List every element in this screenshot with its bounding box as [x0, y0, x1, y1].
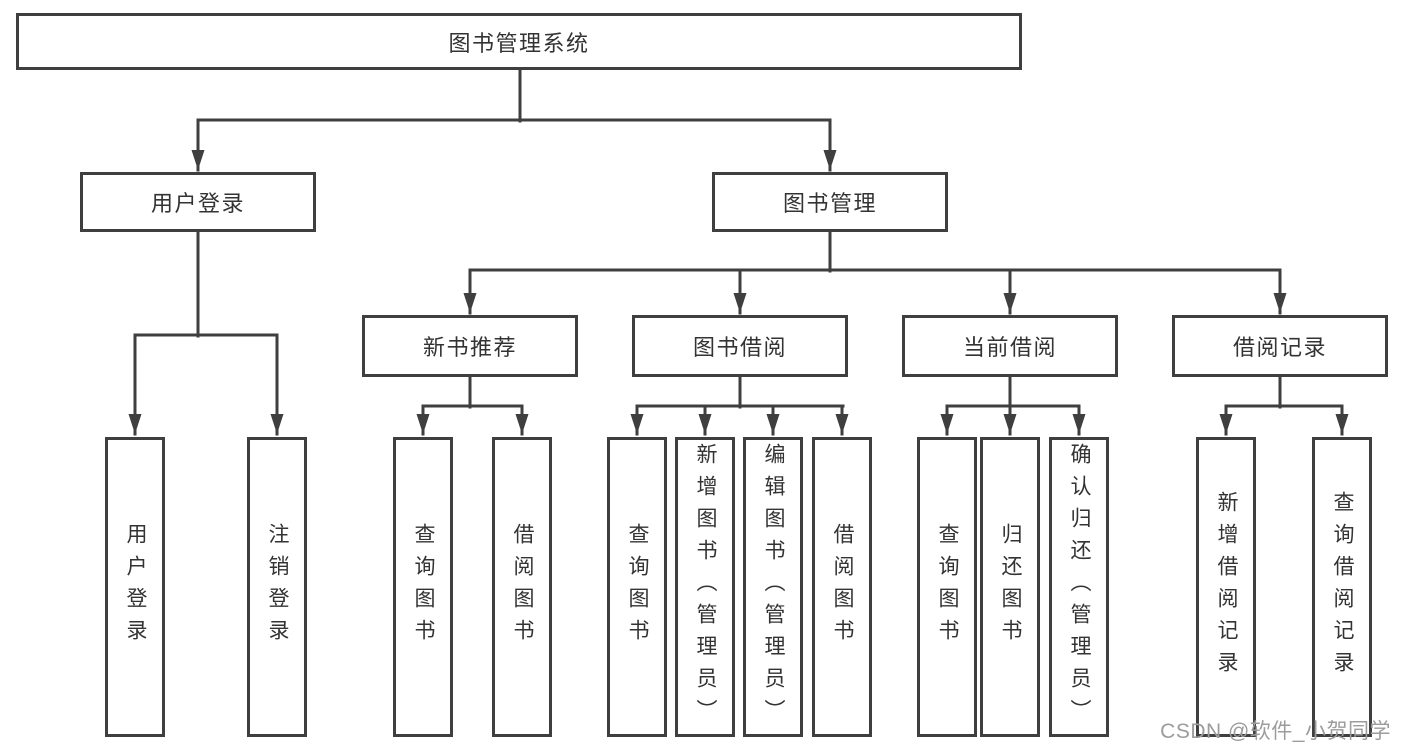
leaf-confirm-return-admin: 确认归还（管理员）: [1049, 437, 1109, 737]
node-book-management: 图书管理: [712, 172, 948, 232]
node-label: 借阅图书: [831, 523, 854, 651]
leaf-query-books-current: 查询图书: [917, 437, 977, 737]
node-label: 新增图书（管理员）: [694, 443, 717, 731]
node-new-book-recommend: 新书推荐: [362, 315, 578, 377]
node-label: 查询图书: [412, 523, 435, 651]
connector-current-borrowing-spine: [945, 375, 1081, 409]
leaf-add-book-admin: 新增图书（管理员）: [675, 437, 735, 737]
node-label: 确认归还（管理员）: [1068, 443, 1091, 731]
leaf-borrow-books: 借阅图书: [492, 437, 552, 737]
leaf-add-borrow-record: 新增借阅记录: [1196, 437, 1256, 737]
node-label: 图书管理: [782, 191, 877, 216]
node-label: 借阅图书: [511, 523, 534, 651]
connector-book-management-spine: [468, 230, 1282, 273]
connector-records-spine: [1224, 375, 1344, 409]
node-label: 查询图书: [936, 523, 959, 651]
csdn-watermark: CSDN @软件_小贺同学: [1160, 720, 1391, 743]
node-label: 新书推荐: [422, 335, 517, 360]
connector-book-borrowing-spine: [635, 375, 845, 409]
node-label: 用户登录: [124, 523, 147, 651]
node-label: 图书管理系统: [448, 30, 590, 56]
node-current-borrowing: 当前借阅: [902, 315, 1118, 377]
leaf-borrow-books-borrowing: 借阅图书: [812, 437, 872, 737]
connector-user-login-spine: [133, 230, 279, 338]
node-label: 查询图书: [626, 523, 649, 651]
node-label: 当前借阅: [962, 335, 1057, 360]
leaf-query-books-borrowing: 查询图书: [607, 437, 667, 737]
node-label: 编辑图书（管理员）: [762, 443, 785, 731]
node-label: 新增借阅记录: [1215, 491, 1238, 683]
node-library-management-system: 图书管理系统: [16, 13, 1022, 70]
connector-root-spine: [196, 68, 832, 123]
node-label: 图书借阅: [692, 335, 787, 360]
node-user-login: 用户登录: [80, 172, 316, 232]
node-label: 归还图书: [999, 523, 1022, 651]
leaf-edit-book-admin: 编辑图书（管理员）: [743, 437, 803, 737]
node-label: 借阅记录: [1232, 335, 1327, 360]
leaf-query-books: 查询图书: [393, 437, 453, 737]
node-book-borrowing: 图书借阅: [632, 315, 848, 377]
leaf-user-login: 用户登录: [105, 437, 165, 737]
leaf-query-borrow-record: 查询借阅记录: [1312, 437, 1372, 737]
node-label: 注销登录: [266, 523, 289, 651]
leaf-logout: 注销登录: [247, 437, 307, 737]
node-label: 用户登录: [150, 191, 245, 216]
node-borrowing-records: 借阅记录: [1172, 315, 1388, 377]
connector-new-book-spine: [421, 375, 524, 409]
leaf-return-book: 归还图书: [980, 437, 1040, 737]
node-label: 查询借阅记录: [1331, 491, 1354, 683]
